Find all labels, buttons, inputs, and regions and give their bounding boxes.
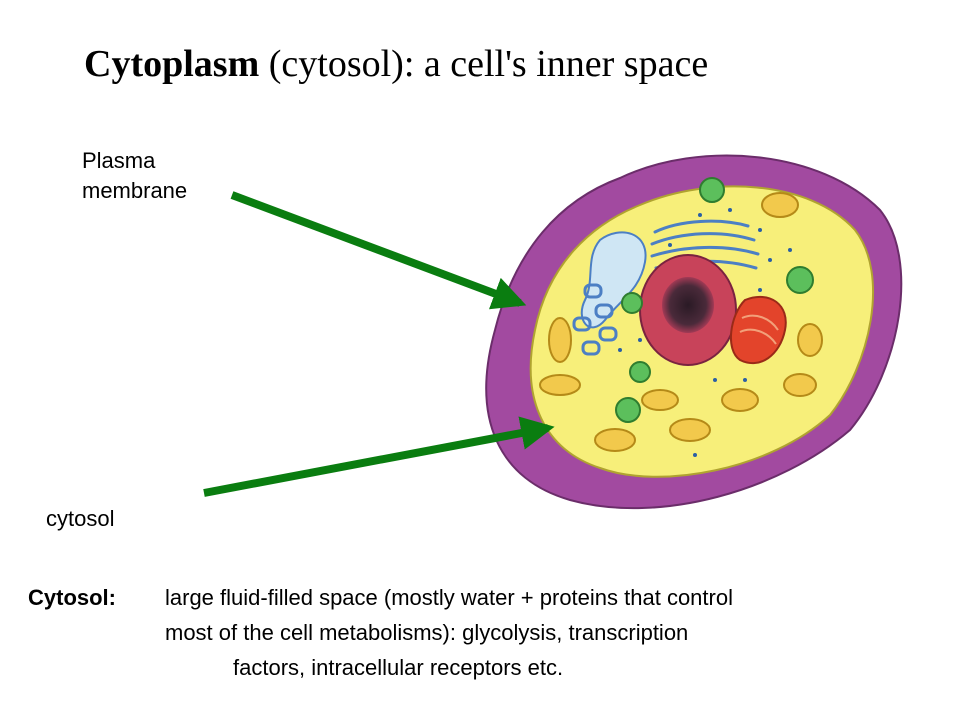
title-bold: Cytoplasm bbox=[84, 43, 260, 85]
plasma-membrane-label: Plasma membrane bbox=[82, 146, 187, 206]
plasma-membrane-arrow bbox=[230, 191, 527, 310]
title-rest: (cytosol): a cell's inner space bbox=[259, 43, 709, 85]
plasma-membrane-label-line1: Plasma bbox=[82, 148, 156, 173]
description-line-1: large fluid-filled space (mostly water +… bbox=[165, 585, 733, 610]
mitochondria bbox=[539, 192, 823, 452]
description-term: Cytosol: bbox=[28, 585, 116, 610]
rough-endoplasmic-reticulum bbox=[729, 295, 787, 365]
ribosomes bbox=[618, 208, 792, 457]
description-line-3: factors, intracellular receptors etc. bbox=[233, 655, 564, 680]
er-tubules bbox=[572, 283, 618, 356]
page-title: Cytoplasm (cytosol): a cell's inner spac… bbox=[84, 42, 708, 86]
cytosol-arrow bbox=[203, 416, 555, 497]
vesicles bbox=[615, 177, 814, 423]
cytosol-label: cytosol bbox=[46, 506, 115, 531]
endoplasmic-reticulum-smooth bbox=[580, 231, 647, 329]
nucleolus bbox=[662, 277, 714, 333]
description-line-2: most of the cell metabolisms): glycolysi… bbox=[165, 620, 689, 645]
plasma-membrane-label-line2: membrane bbox=[82, 178, 188, 203]
